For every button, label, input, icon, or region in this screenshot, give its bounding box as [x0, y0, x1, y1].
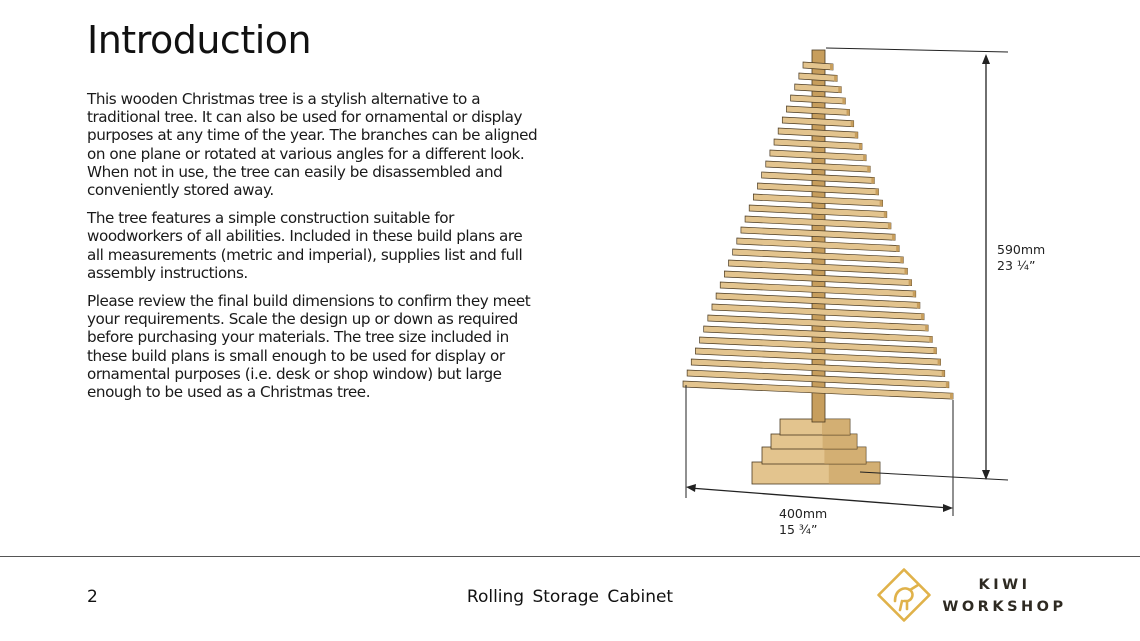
branch-end-21 — [912, 291, 916, 297]
branch-end-4 — [842, 98, 846, 105]
branch-end-9 — [863, 154, 867, 161]
logo-wordmark: KIWI WORKSHOP — [942, 574, 1067, 618]
branch-end-3 — [838, 86, 842, 93]
height-bottom-extension — [859, 471, 1009, 481]
page-number: 2 — [87, 587, 98, 607]
width-arrow-line — [689, 487, 950, 509]
width-arrow-left — [686, 484, 696, 492]
branch-end-13 — [879, 200, 883, 207]
branch-end-18 — [900, 256, 904, 263]
branch-end-23 — [921, 313, 925, 320]
branch-end-6 — [850, 120, 854, 127]
branch-1 — [802, 61, 834, 71]
base-tier-shade-3 — [822, 434, 857, 449]
branch-5 — [786, 105, 850, 116]
dimension-lines — [685, 47, 1009, 516]
width-arrow-right — [943, 504, 953, 512]
branch-end-19 — [904, 268, 908, 275]
base-tier-shade-1 — [828, 462, 880, 484]
height-dimension: 590mm 23 ¼” — [997, 242, 1045, 274]
kiwi-bird-icon — [877, 568, 931, 622]
branch-end-29 — [945, 381, 949, 388]
branch-end-28 — [941, 370, 945, 377]
branch-end-7 — [854, 132, 858, 139]
branch-end-2 — [834, 75, 838, 82]
height-arrow-top — [982, 54, 990, 64]
branch-end-24 — [925, 325, 929, 332]
branch-end-16 — [892, 234, 896, 241]
logo-line-2: WORKSHOP — [942, 599, 1067, 615]
branch-end-25 — [929, 336, 933, 343]
paragraph-2: The tree features a simple construction … — [87, 209, 523, 282]
branch-end-8 — [858, 143, 862, 150]
height-arrow-bottom — [982, 470, 990, 480]
branch-end-12 — [875, 188, 879, 195]
branch-end-14 — [883, 211, 887, 218]
width-imperial: 15 ¾” — [779, 522, 818, 537]
document-title: Rolling Storage Cabinet — [466, 587, 674, 607]
branch-end-1 — [830, 64, 833, 70]
branch-2 — [798, 72, 838, 82]
width-metric: 400mm — [779, 506, 828, 521]
tree-drawing — [682, 49, 954, 485]
tree-illustration — [682, 47, 1009, 516]
base-tier-shade-2 — [824, 447, 866, 464]
intro-text: This wooden Christmas tree is a stylish … — [87, 90, 542, 411]
branch-4 — [790, 94, 846, 105]
page-title: Introduction — [87, 18, 312, 62]
branch-end-27 — [937, 359, 941, 366]
branch-end-17 — [896, 245, 900, 252]
branch-end-11 — [871, 177, 875, 184]
branch-end-22 — [916, 302, 920, 309]
height-metric: 590mm — [997, 242, 1046, 257]
branch-end-5 — [846, 109, 850, 116]
branch-end-26 — [933, 347, 937, 354]
branch-end-10 — [867, 166, 871, 173]
branch-3 — [794, 83, 842, 94]
height-top-extension — [825, 47, 1009, 53]
paragraph-3: Please review the final build dimensions… — [87, 292, 531, 402]
width-dimension: 400mm 15 ¾” — [779, 506, 827, 538]
paragraph-1: This wooden Christmas tree is a stylish … — [87, 90, 538, 200]
footer-divider — [0, 556, 1140, 557]
height-imperial: 23 ¼” — [997, 258, 1036, 273]
kiwi-workshop-logo — [877, 568, 931, 622]
branch-end-15 — [887, 222, 891, 229]
logo-line-1: KIWI — [978, 577, 1031, 593]
base-tier-shade-4 — [822, 419, 850, 435]
branch-end-30 — [950, 393, 953, 400]
branch-end-20 — [908, 279, 912, 286]
